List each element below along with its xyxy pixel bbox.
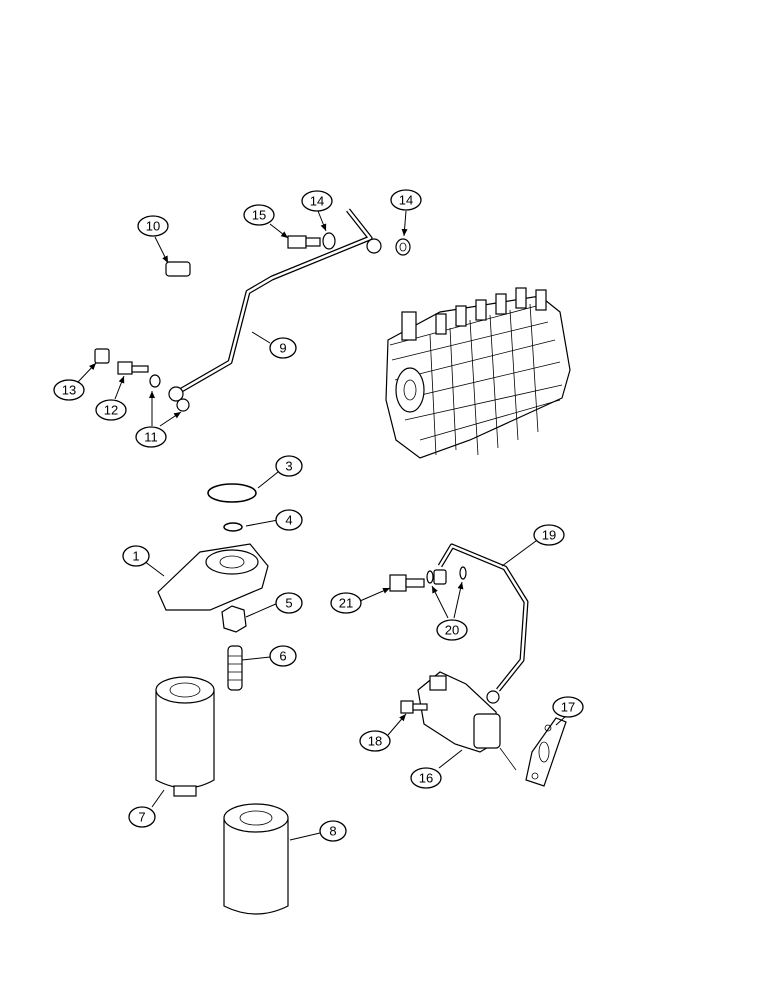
callout-label: 11 [144,430,158,445]
callout-label: 8 [329,824,336,839]
callout-label: 16 [419,771,433,786]
callout-9: 9 [269,337,297,359]
line-19 [437,543,529,704]
callout-12: 12 [95,399,127,421]
bolt-18 [400,700,428,714]
callout-label: 9 [279,341,286,356]
callout-label: 10 [146,219,160,234]
callout-label: 20 [445,623,459,638]
washer-2 [395,238,411,256]
filter-head [157,543,269,611]
callout-label: 14 [399,193,413,208]
callout-14a: 14 [301,190,333,212]
callout-label: 18 [368,734,382,749]
callout-label: 7 [138,810,145,825]
fuel-line [168,208,382,402]
callout-21: 21 [330,592,362,614]
callout-label: 3 [285,459,292,474]
callout-11: 11 [135,426,167,448]
bleed-screw [227,645,243,691]
callout-19: 19 [533,524,565,546]
callout-18: 18 [359,730,391,752]
callout-label: 15 [252,208,266,223]
washer-11b [176,398,190,412]
injection-pump [385,287,571,459]
fitting-13 [94,348,110,364]
callout-label: 17 [561,700,575,715]
fuel-filter [155,676,215,797]
callout-20: 20 [436,619,468,641]
callout-label: 13 [62,383,76,398]
callout-3: 3 [275,455,303,477]
o-ring-small [223,522,243,532]
leader-lines [77,210,567,841]
clip [165,261,191,277]
washer-11a [149,374,161,388]
banjo-bolt [287,235,321,249]
callout-label: 19 [542,528,556,543]
transfer-pump [417,671,517,771]
callout-label: 6 [279,649,286,664]
gasket [525,717,567,787]
nut [221,605,247,633]
callout-label: 5 [285,596,292,611]
washer [322,232,336,250]
callout-16: 16 [410,767,442,789]
callout-label: 12 [104,403,118,418]
callout-5: 5 [275,592,303,614]
callout-label: 4 [285,513,292,528]
callout-8: 8 [319,820,347,842]
callout-label: 1 [132,549,139,564]
o-ring-large [207,483,257,503]
callout-label: 21 [339,596,353,611]
callout-1: 1 [122,545,150,567]
callout-label: 14 [310,194,324,209]
callout-6: 6 [269,645,297,667]
callout-17: 17 [552,696,584,718]
banjo-bolt-21 [389,574,425,592]
callout-13: 13 [53,379,85,401]
callout-14b: 14 [390,189,422,211]
callout-4: 4 [275,509,303,531]
callout-15: 15 [243,204,275,226]
washers-20 [426,566,467,585]
callout-10: 10 [137,215,169,237]
bolt-12 [117,361,149,375]
callout-7: 7 [128,806,156,828]
fuel-filter-2 [223,803,289,915]
